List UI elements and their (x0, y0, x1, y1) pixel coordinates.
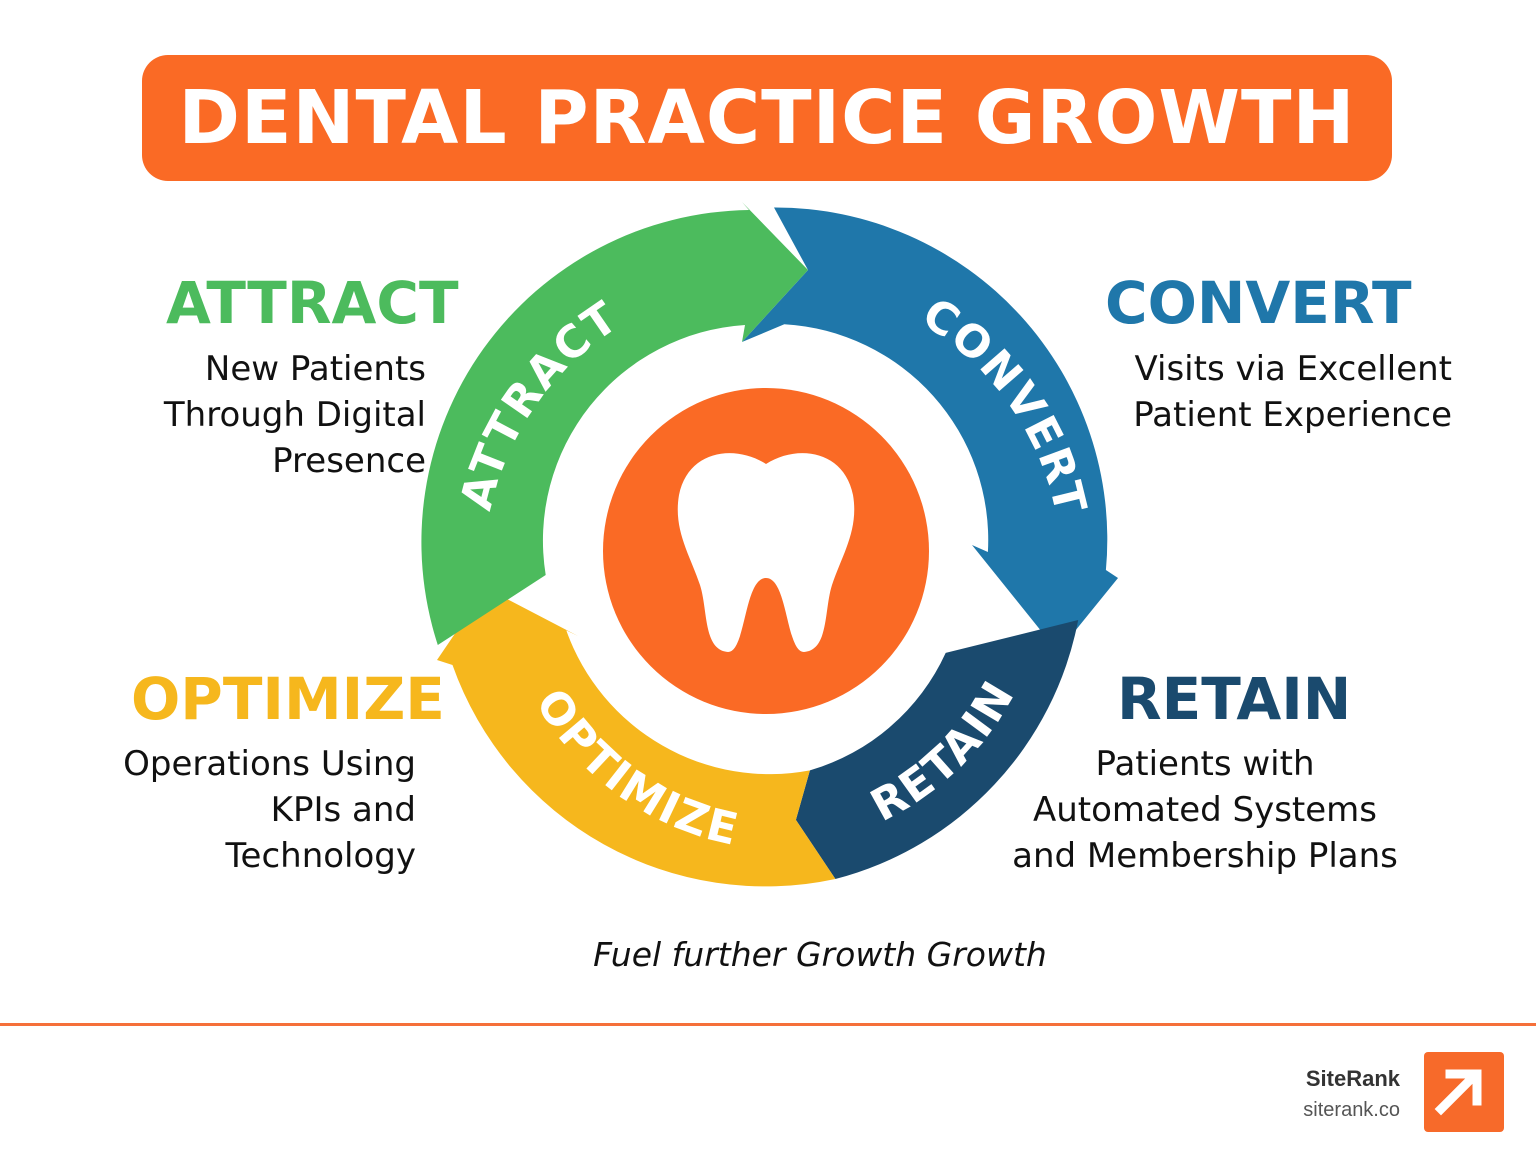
footer-note: Fuel further Growth Growth (593, 935, 1047, 974)
stage-arc-retain (795, 620, 1079, 879)
description-retain: Patients with Automated Systems and Memb… (1012, 744, 1398, 876)
description-convert: Visits via Excellent Patient Experience (1133, 349, 1452, 435)
stage-arc-convert (742, 207, 1118, 652)
heading-attract: ATTRACT (166, 269, 459, 337)
stage-arc-optimize (437, 588, 836, 887)
brand-logo (1424, 1052, 1504, 1132)
brand-name: SiteRank (1305, 1066, 1400, 1091)
heading-convert: CONVERT (1105, 269, 1412, 337)
description-attract: New Patients Through Digital Presence (163, 349, 426, 481)
footer-divider (0, 1023, 1536, 1026)
description-optimize: Operations Using KPIs and Technology (123, 744, 416, 876)
arrow-up-right-icon (1434, 1069, 1482, 1116)
title-banner: DENTAL PRACTICE GROWTH (142, 55, 1392, 181)
stage-arc-attract (421, 202, 808, 645)
page-title: DENTAL PRACTICE GROWTH (178, 75, 1356, 161)
brand-url: siterank.co (1303, 1099, 1400, 1121)
heading-optimize: OPTIMIZE (131, 665, 445, 733)
tooth-icon (677, 453, 855, 652)
heading-retain: RETAIN (1117, 665, 1352, 733)
